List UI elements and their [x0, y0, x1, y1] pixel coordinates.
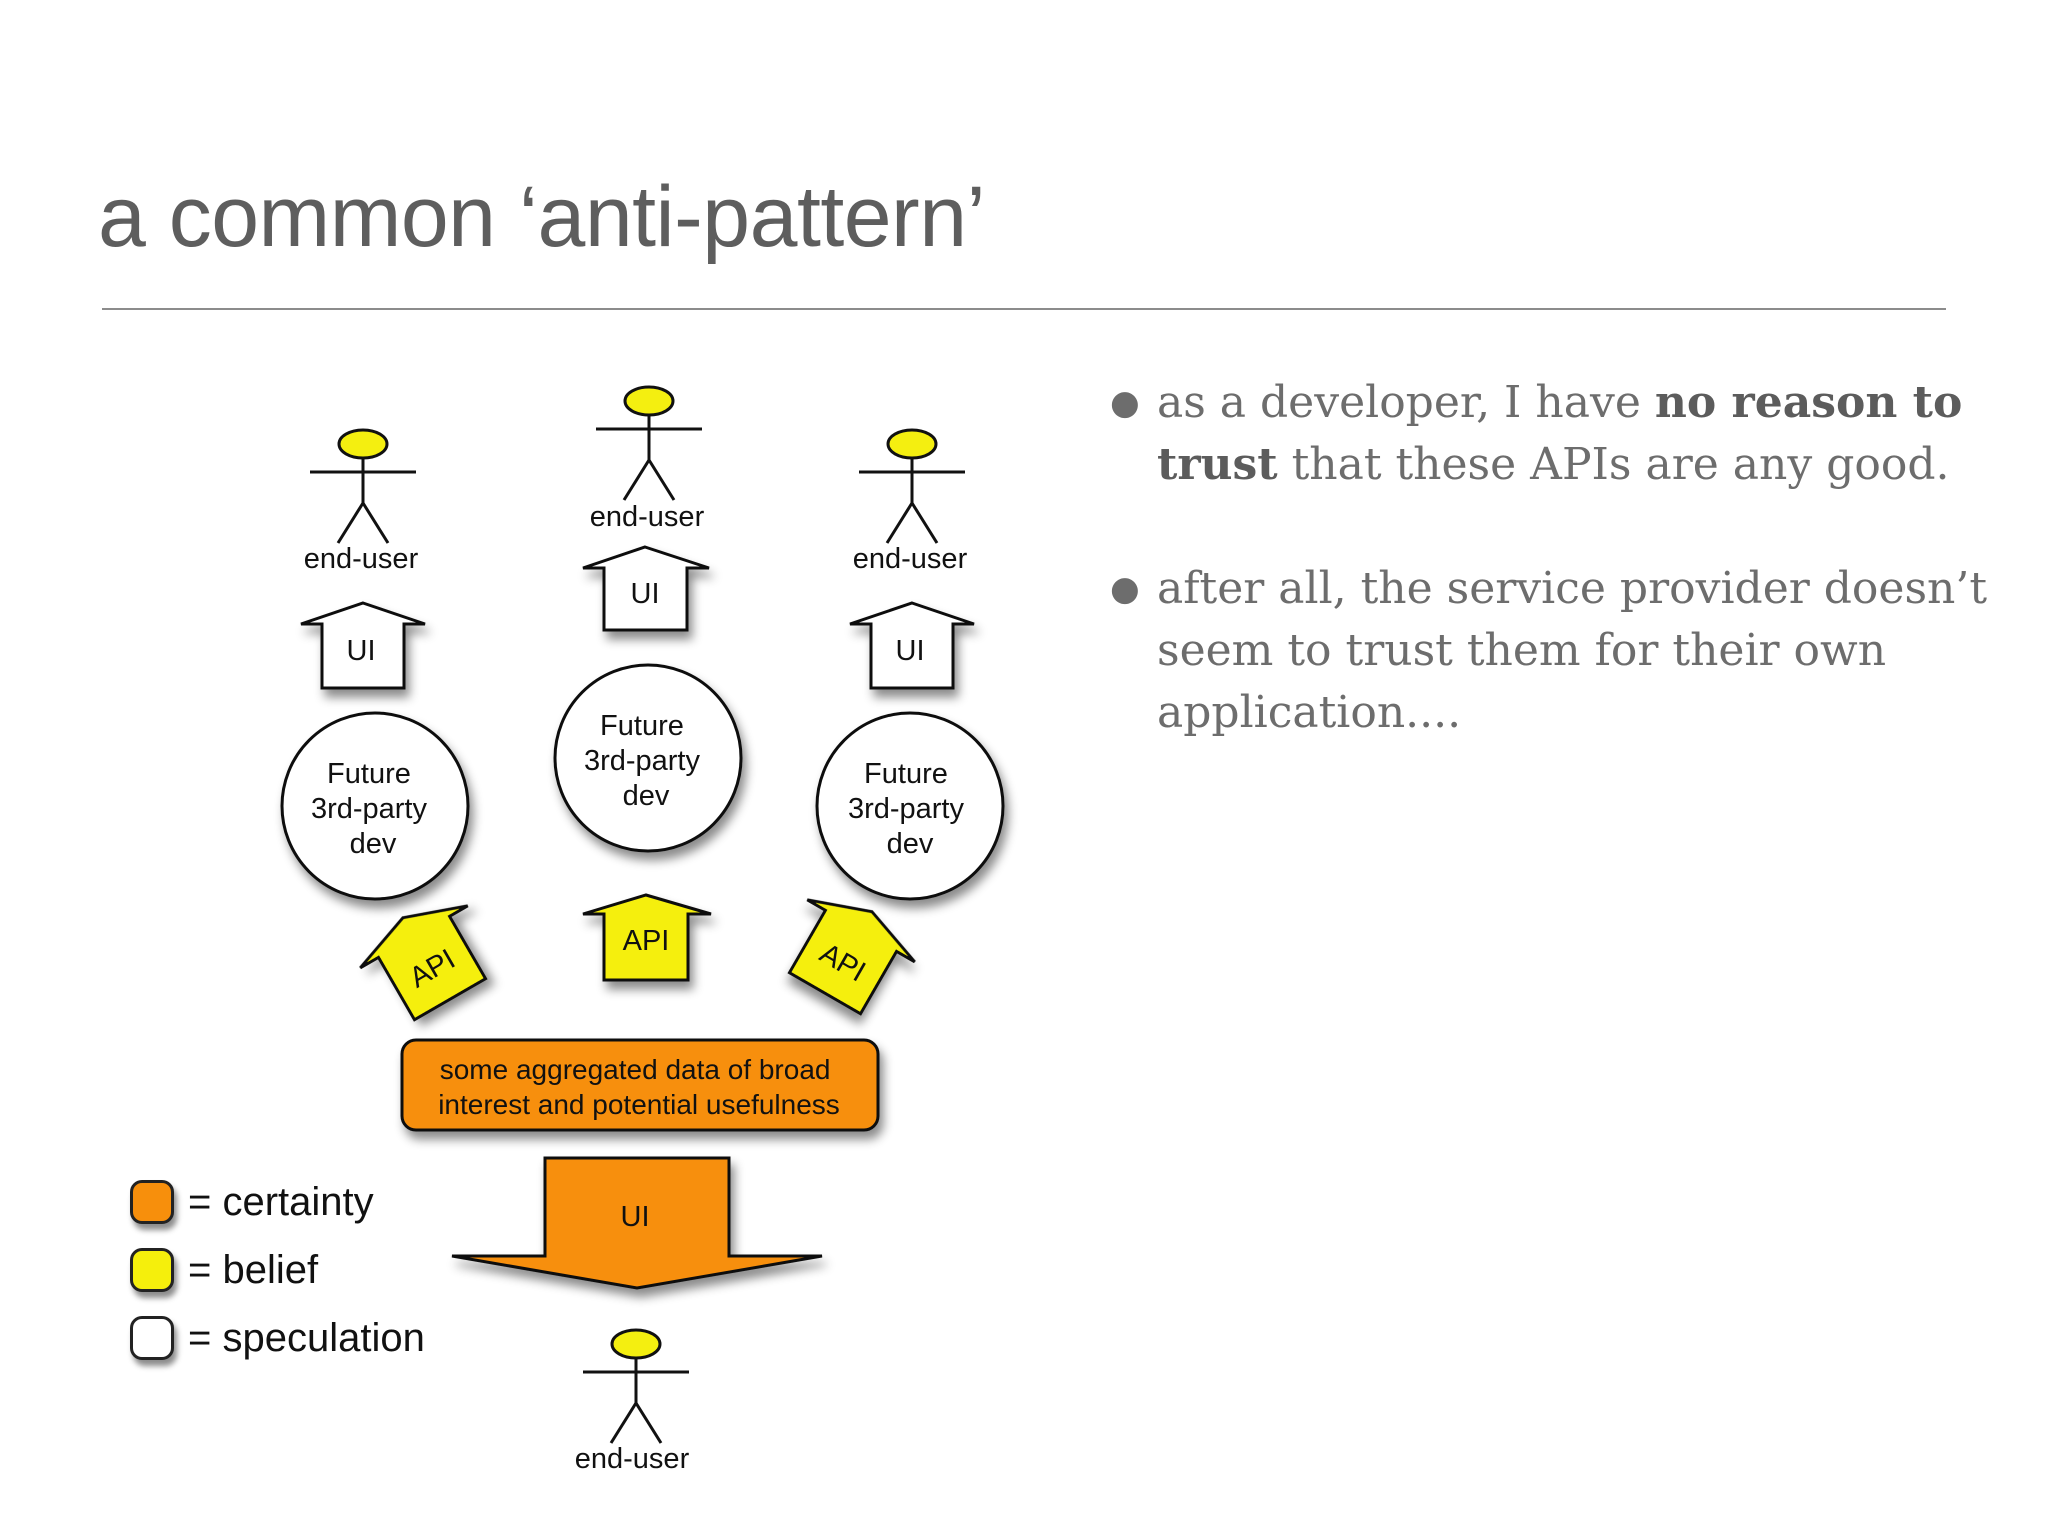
- dev-node-label: Future 3rd-party dev: [311, 758, 435, 860]
- actor-label: end-user: [575, 1443, 690, 1475]
- legend: = certainty = belief = speculation: [130, 1168, 425, 1372]
- bullet-list: ● as a developer, I have no reason to tru…: [1110, 372, 1990, 806]
- actor-label: end-user: [304, 543, 419, 575]
- dev-node-label: Future 3rd-party dev: [848, 758, 972, 860]
- end-user-actor-right: [859, 428, 965, 544]
- bullet-text: as a developer, I have: [1157, 377, 1655, 428]
- actor-head: [337, 428, 389, 460]
- end-user-actor-bottom: [583, 1328, 689, 1444]
- actor-head: [623, 385, 675, 417]
- api-arrow-left: API: [359, 904, 488, 1022]
- bullet-text: after all, the service provider doesn’t …: [1157, 563, 1988, 738]
- api-arrow-right: API: [787, 898, 916, 1016]
- api-arrow-center: API: [582, 893, 712, 982]
- legend-item-certainty: = certainty: [130, 1168, 425, 1236]
- data-box: some aggregated data of broad interest a…: [400, 1038, 880, 1132]
- legend-item-belief: = belief: [130, 1236, 425, 1304]
- data-box-label: some aggregated data of broad interest a…: [438, 1054, 840, 1120]
- bullet-item: ● after all, the service provider doesn’t…: [1110, 558, 1990, 744]
- dev-node-right: Future 3rd-party dev: [815, 711, 1005, 901]
- bullet-dot-icon: ●: [1110, 383, 1140, 423]
- actor-head: [610, 1328, 662, 1360]
- legend-swatch: [130, 1248, 174, 1292]
- title-divider: [102, 308, 1946, 310]
- main-ui-arrow-label: UI: [621, 1201, 650, 1233]
- bullet-text: that these APIs are any good.: [1277, 439, 1950, 490]
- bullet-item: ● as a developer, I have no reason to tru…: [1110, 372, 1990, 496]
- legend-label: = belief: [188, 1247, 319, 1292]
- api-arrow-label: API: [623, 925, 670, 957]
- dev-node-left: Future 3rd-party dev: [280, 711, 470, 901]
- ui-arrow-left: UI: [300, 601, 426, 690]
- ui-arrow-center: UI: [582, 545, 710, 632]
- legend-item-speculation: = speculation: [130, 1304, 425, 1372]
- legend-swatch: [130, 1316, 174, 1360]
- ui-arrow-label: UI: [347, 635, 376, 667]
- dev-node-center: Future 3rd-party dev: [553, 663, 743, 853]
- actor-head: [886, 428, 938, 460]
- bullet-emphasis: no reason to trust: [1157, 377, 1963, 490]
- ui-arrow-label: UI: [631, 578, 660, 610]
- legend-label: = speculation: [188, 1315, 425, 1360]
- legend-swatch: [130, 1180, 174, 1224]
- actor-label: end-user: [590, 501, 705, 533]
- ui-arrow-right: UI: [849, 601, 975, 690]
- end-user-actor-left: [310, 428, 416, 544]
- dev-node-label: Future 3rd-party dev: [584, 710, 708, 812]
- actor-label: end-user: [853, 543, 968, 575]
- bullet-dot-icon: ●: [1110, 569, 1140, 609]
- ui-arrow-label: UI: [896, 635, 925, 667]
- legend-label: = certainty: [188, 1179, 374, 1224]
- slide-title: a common ‘anti-pattern’: [98, 169, 986, 265]
- main-ui-arrow: UI: [451, 1156, 823, 1290]
- end-user-actor-center: [596, 385, 702, 501]
